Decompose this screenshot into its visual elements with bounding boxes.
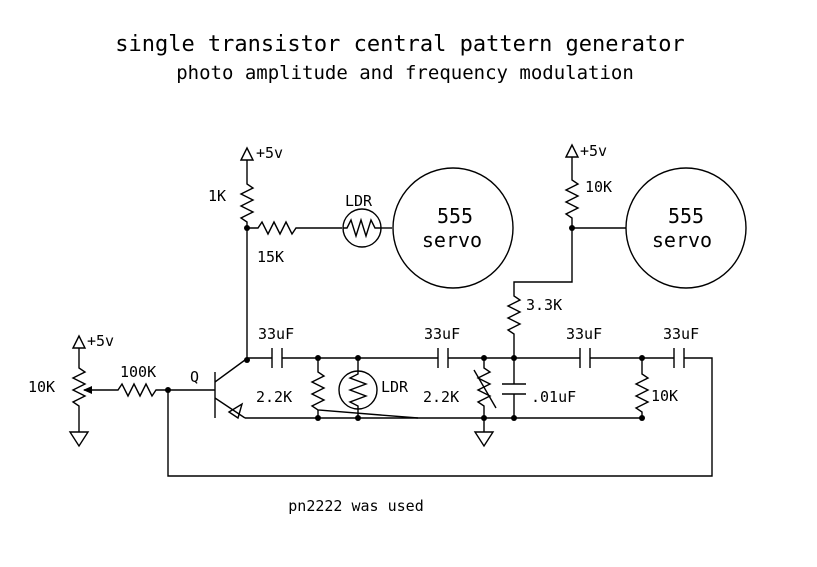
feedback-wire [167,357,713,477]
r-3k3 [506,292,522,358]
schematic-subtitle: photo amplitude and frequency modulation [176,62,634,84]
r-servo2-10k [564,176,580,228]
r-15k-label: 15K [257,248,284,266]
r-collector-label: 1K [208,187,226,205]
cap1-label: 33uF [258,325,294,343]
cap4-33uf [673,348,685,368]
servo1-num: 555 [437,204,473,228]
supply-left-label: +5v [87,332,114,350]
supply-top1-label: +5v [256,144,283,162]
npn-transistor [214,359,246,420]
servo2 [625,167,747,289]
r-servo2-label: 10K [585,178,612,196]
footer-note: pn2222 was used [288,497,423,515]
servo2-num: 555 [668,204,704,228]
cap2-33uf [437,348,449,368]
cap1-33uf [271,348,283,368]
cap3-33uf [579,348,591,368]
supply-top2 [564,143,580,176]
ldr-mid [338,358,378,418]
pot-10k-label: 10K [28,378,55,396]
cap-01uf-label: .01uF [531,388,576,406]
r-2k2-2 [473,358,497,432]
r-base-100k [108,382,168,398]
supply-top1 [239,146,255,180]
supply-left [71,334,87,360]
servo1-word: servo [422,228,482,252]
ldr-top-label: LDR [345,192,373,210]
schematic-title: single transistor central pattern genera… [115,32,685,57]
cap2-label: 33uF [424,325,460,343]
ldr-mid-label: LDR [381,378,409,396]
r-2k2-1-label: 2.2K [256,388,292,406]
servo1 [392,167,514,289]
r-2k2-1 [310,358,419,419]
r-10k-end-label: 10K [651,387,678,405]
cap4-label: 33uF [663,325,699,343]
transistor-label: Q [190,368,199,386]
pot-10k [71,360,108,432]
cap-01uf [502,358,526,418]
cap3-label: 33uF [566,325,602,343]
r-2k2-2-label: 2.2K [423,388,459,406]
r-10k-end [634,358,650,418]
ground-left [68,431,90,448]
ldr-top [342,208,382,248]
r-15k [247,220,342,236]
supply-top2-label: +5v [580,142,607,160]
r-collector-1k [239,180,255,228]
ground-mid [473,431,495,448]
r-3k3-label: 3.3K [526,296,562,314]
servo2-word: servo [652,228,712,252]
r-base-label: 100K [120,363,156,381]
